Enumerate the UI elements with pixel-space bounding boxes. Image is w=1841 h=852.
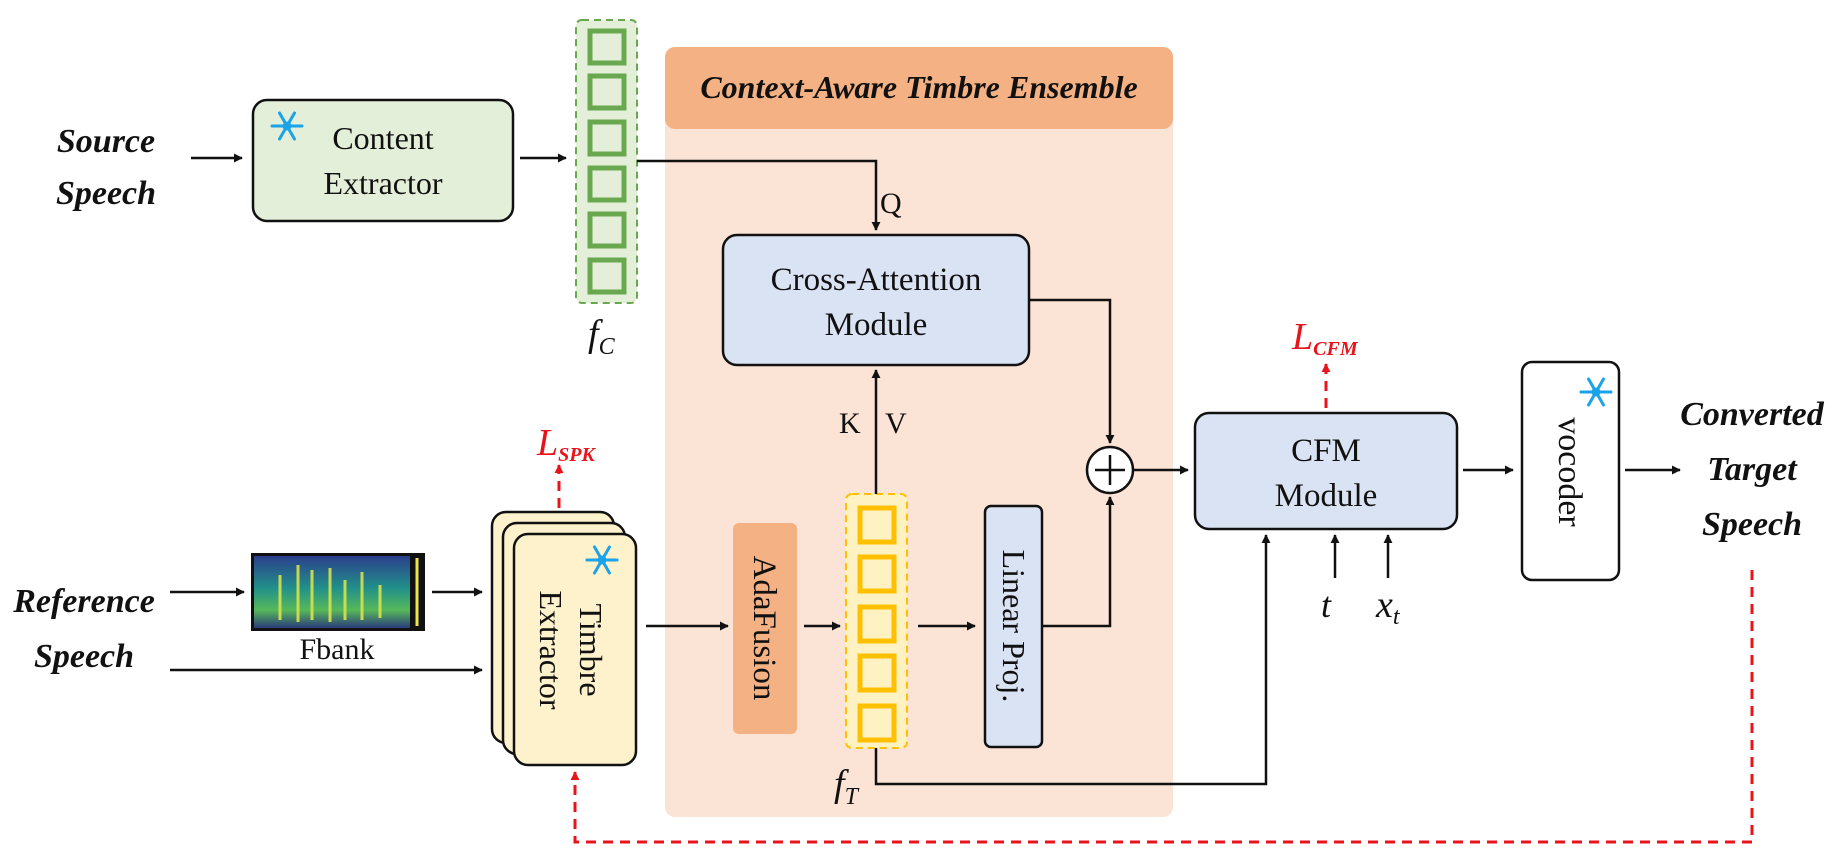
svg-text:Source: Source [57, 123, 155, 160]
svg-text:Extractor: Extractor [533, 590, 569, 709]
source-speech-label: Source Speech [56, 123, 156, 212]
cfm-module: CFM Module [1193, 411, 1459, 531]
svg-text:Module: Module [1275, 478, 1378, 514]
loss-cfm-label: LCFM [1291, 316, 1359, 360]
svg-text:Speech: Speech [56, 175, 156, 212]
cate-title-bar [665, 47, 1173, 129]
converted-target-speech-label: Converted Target Speech [1680, 396, 1825, 543]
loss-spk-label: LSPK [536, 422, 596, 466]
cross-attention-module: Cross-Attention Module [721, 233, 1031, 367]
snowflake-icon [270, 111, 304, 141]
svg-text:Linear Proj.: Linear Proj. [996, 550, 1032, 703]
loss-connectors [554, 363, 1754, 844]
timbre-feature-stack [845, 493, 908, 749]
reference-speech-label: Reference Speech [12, 583, 155, 675]
svg-text:Reference: Reference [12, 583, 155, 620]
svg-text:Converted: Converted [1680, 396, 1825, 433]
plus-circle-icon [1085, 445, 1135, 495]
svg-text:Content: Content [332, 120, 433, 156]
fbank-spectrogram [251, 553, 425, 631]
svg-text:AdaFusion: AdaFusion [746, 556, 782, 701]
v-label: V [885, 407, 907, 440]
linear-proj-block: Linear Proj. [983, 504, 1044, 749]
t-label: t [1321, 585, 1332, 625]
svg-text:Extractor: Extractor [323, 165, 442, 201]
svg-text:Speech: Speech [1702, 506, 1802, 543]
snowflake-icon [585, 545, 619, 575]
timbre-extractor-block: Timbre Extractor [490, 510, 638, 767]
connectors [170, 153, 1681, 786]
k-label: K [839, 407, 861, 440]
svg-text:Module: Module [825, 307, 928, 343]
fbank-label: Fbank [300, 633, 375, 666]
content-extractor-block: Content Extractor [251, 98, 515, 223]
q-label: Q [880, 187, 902, 220]
svg-text:Cross-Attention: Cross-Attention [771, 262, 982, 298]
cate-title: Context-Aware Timbre Ensemble [700, 69, 1137, 105]
svg-text:CFM: CFM [1291, 433, 1361, 469]
svg-text:Target: Target [1707, 451, 1798, 488]
f-c-label: fC [588, 313, 616, 360]
x-t-label: xt [1375, 584, 1401, 630]
content-feature-stack [575, 19, 638, 304]
svg-text:Timbre: Timbre [573, 603, 609, 696]
svg-text:Speech: Speech [34, 638, 134, 675]
svg-text:vocoder: vocoder [1551, 417, 1588, 527]
adafusion-block: AdaFusion [733, 523, 797, 734]
snowflake-icon [1579, 377, 1613, 407]
vocoder-block: vocoder [1520, 360, 1621, 582]
